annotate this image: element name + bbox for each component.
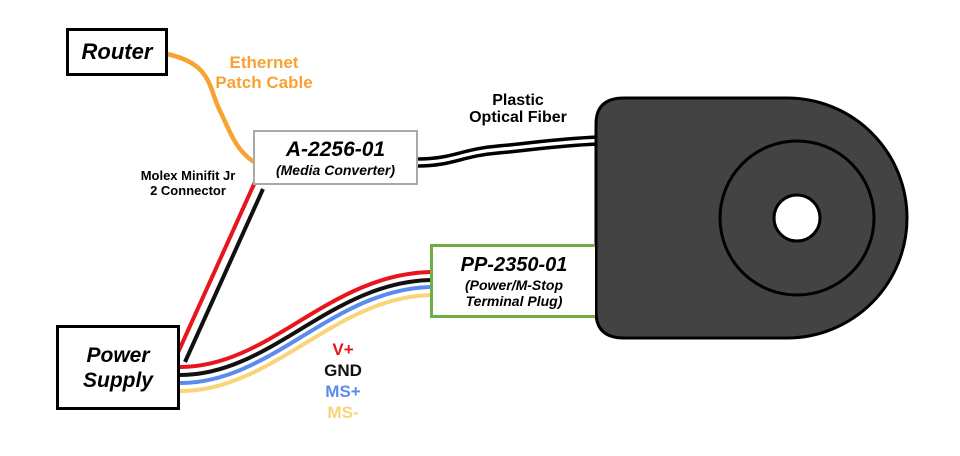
wire-label-gnd: GND: [324, 361, 362, 380]
wire-label-ms-plus: MS+: [325, 382, 361, 401]
v-plus-wire: [178, 270, 435, 370]
wire-label-v-plus: V+: [332, 340, 354, 359]
wire-legend: V+ GND MS+ MS-: [311, 339, 375, 423]
molex-black-wire: [183, 188, 265, 363]
power-supply-box: Power Supply: [56, 325, 180, 410]
molex-connector-label-line2: 2 Connector: [150, 183, 226, 198]
power-supply-label-line2: Supply: [82, 368, 153, 392]
media-converter-subtitle: (Media Converter): [275, 161, 396, 178]
terminal-plug-box: PP-2350-01 (Power/M-Stop Terminal Plug): [430, 244, 595, 318]
ms-plus-wire: [178, 285, 435, 386]
ethernet-cable: [164, 51, 257, 165]
terminal-plug-subtitle-line2: Terminal Plug): [465, 292, 563, 309]
terminal-plug-subtitle-line1: (Power/M-Stop: [465, 276, 563, 293]
ms-minus-wire: [178, 293, 435, 394]
ethernet-cable-label-line2: Patch Cable: [215, 73, 313, 92]
ethernet-cable-label: Ethernet Patch Cable: [203, 53, 325, 93]
sensor-device-aperture: [772, 193, 822, 243]
optical-fiber-label: Plastic Optical Fiber: [453, 92, 583, 126]
optical-fiber-line-2: [417, 142, 599, 168]
gnd-wire: [178, 278, 435, 378]
media-converter-title: A-2256-01: [285, 137, 386, 161]
optical-fiber-label-line1: Plastic: [492, 92, 544, 109]
wire-label-ms-minus: MS-: [327, 403, 359, 422]
molex-connector-label: Molex Minifit Jr 2 Connector: [136, 168, 240, 198]
molex-red-wire: [174, 181, 257, 358]
router-label: Router: [81, 39, 153, 64]
optical-fiber-label-line2: Optical Fiber: [469, 109, 567, 126]
power-supply-label-line1: Power: [86, 343, 150, 367]
media-converter-box: A-2256-01 (Media Converter): [253, 130, 418, 185]
sensor-device: [594, 96, 909, 340]
optical-fiber-line-1: [417, 135, 599, 161]
molex-connector-label-line1: Molex Minifit Jr: [140, 168, 236, 183]
terminal-plug-title: PP-2350-01: [460, 253, 568, 276]
router-box: Router: [66, 28, 168, 76]
ethernet-cable-label-line1: Ethernet: [229, 53, 299, 72]
